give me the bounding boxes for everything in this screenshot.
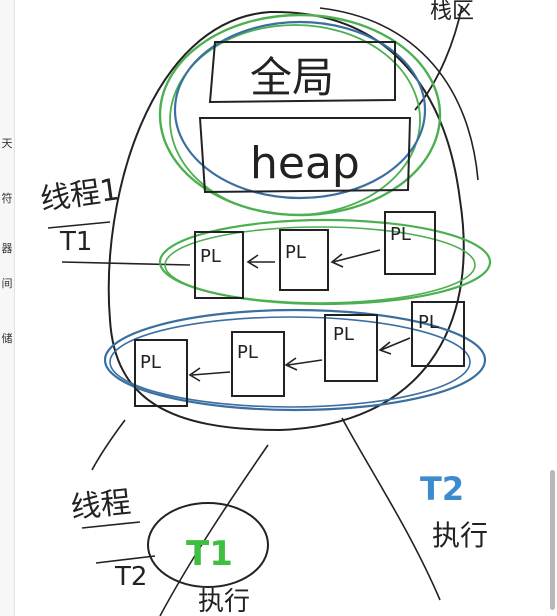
blue-ellipse-top (173, 20, 427, 200)
frame-label: PL (333, 324, 354, 345)
thread2-title: 线程 (69, 485, 132, 526)
sidebar-char: 天 (1, 137, 13, 150)
green-ellipse-thread1 (158, 218, 492, 306)
sidebar-char: 间 (1, 277, 13, 290)
frame-label: PL (140, 352, 161, 373)
top-label: 栈区 (430, 0, 474, 24)
frame-label: PL (200, 246, 221, 267)
frame-label: PL (285, 242, 306, 263)
thread1-sub: T1 (59, 227, 92, 257)
global-box-label: 全局 (250, 53, 334, 102)
outer-ellipse (107, 10, 465, 432)
frame-label: PL (418, 312, 439, 333)
thread1-frames: PL PL PL (194, 211, 436, 299)
heap-box: heap (198, 117, 412, 194)
t2-execute-mark: T2 (420, 470, 464, 508)
divider-line-right (341, 417, 441, 601)
sidebar-char: 器 (1, 242, 13, 255)
heap-box-label: heap (250, 138, 360, 189)
t2-execute-label: 执行 (432, 519, 488, 552)
t1-execute-mark: T1 (186, 534, 233, 574)
thread1-title: 线程1 (38, 172, 121, 218)
left-sidebar-strip: 天 符 器 间 储 (0, 0, 15, 616)
divider-line-center (159, 444, 269, 616)
thread2-sub: T2 (114, 562, 147, 592)
sidebar-char: 符 (1, 192, 13, 205)
thread2-frames: PL PL PL PL (134, 301, 465, 407)
thread2-label: 线程 T2 (69, 485, 156, 592)
blue-ellipse-thread2 (103, 308, 487, 412)
divider-line-left (91, 419, 126, 471)
blue-ellipse-thread2-2 (109, 316, 471, 408)
sidebar-char: 储 (1, 332, 13, 345)
t1-execute-circle (147, 502, 269, 588)
outer-ellipse-line (319, 7, 479, 181)
t1-execute-label: 执行 (198, 587, 250, 616)
global-box: 全局 (208, 41, 396, 104)
frame-label: PL (237, 342, 258, 363)
green-ellipse-top-2 (169, 24, 421, 216)
vertical-scrollbar[interactable] (550, 470, 555, 610)
green-ellipse-thread1-2 (164, 226, 476, 304)
top-pointer-line (414, 5, 463, 111)
frame-label: PL (390, 224, 411, 245)
